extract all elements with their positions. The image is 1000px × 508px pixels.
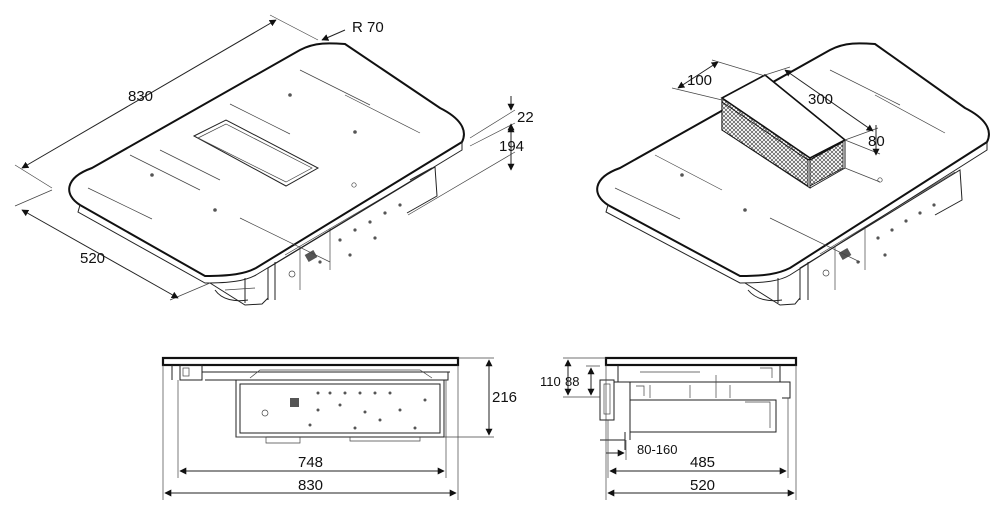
dim-22-label: 22 <box>517 109 534 126</box>
dim-748-label: 748 <box>298 454 323 471</box>
dimension-216: 216 <box>444 357 517 438</box>
dim-194-label: 194 <box>499 138 524 155</box>
dimension-520-iso: 520 <box>14 189 211 301</box>
dim-80-label: 80 <box>868 133 885 150</box>
dim-88-label: 88 <box>565 374 579 389</box>
dimension-r70: R 70 <box>321 19 384 41</box>
dim-830-label: 830 <box>128 88 153 105</box>
dimension-110-88: 110 88 <box>540 357 606 398</box>
front-elevation-view: 216 748 830 <box>161 356 517 500</box>
dimension-80: 80 <box>844 125 885 183</box>
dimension-485: 485 <box>607 398 789 478</box>
dimension-300: 300 <box>764 66 879 141</box>
dimension-100: 100 <box>671 59 766 101</box>
dim-300-label: 300 <box>808 91 833 108</box>
dimension-heights-iso: 22 194 <box>407 96 534 216</box>
dim-216-label: 216 <box>492 389 517 406</box>
dim-110-label: 110 <box>540 374 561 389</box>
hob-body <box>209 166 438 306</box>
dimension-830-iso: 830 <box>14 14 319 189</box>
dimension-520-side: 520 <box>605 365 797 500</box>
dim-100-label: 100 <box>687 72 712 89</box>
isometric-view-left: 830 R 70 520 22 194 <box>14 14 534 306</box>
dim-830-front-label: 830 <box>298 477 323 494</box>
hob-top-glass <box>68 42 465 278</box>
isometric-view-right: 100 300 80 <box>596 42 990 306</box>
dim-485-label: 485 <box>690 454 715 471</box>
dim-520-side-label: 520 <box>690 477 715 494</box>
dim-80-160-label: 80-160 <box>637 442 677 457</box>
raised-extractor <box>720 74 847 189</box>
side-elevation-view: 110 88 80-160 485 520 <box>540 356 798 500</box>
dimension-80-160: 80-160 <box>606 440 677 460</box>
cooking-zone-marks-right <box>614 69 946 263</box>
dimension-830-front: 830 <box>162 365 459 500</box>
dimension-748: 748 <box>177 380 447 478</box>
dim-r70-label: R 70 <box>352 19 384 36</box>
dim-520-label: 520 <box>80 250 105 267</box>
